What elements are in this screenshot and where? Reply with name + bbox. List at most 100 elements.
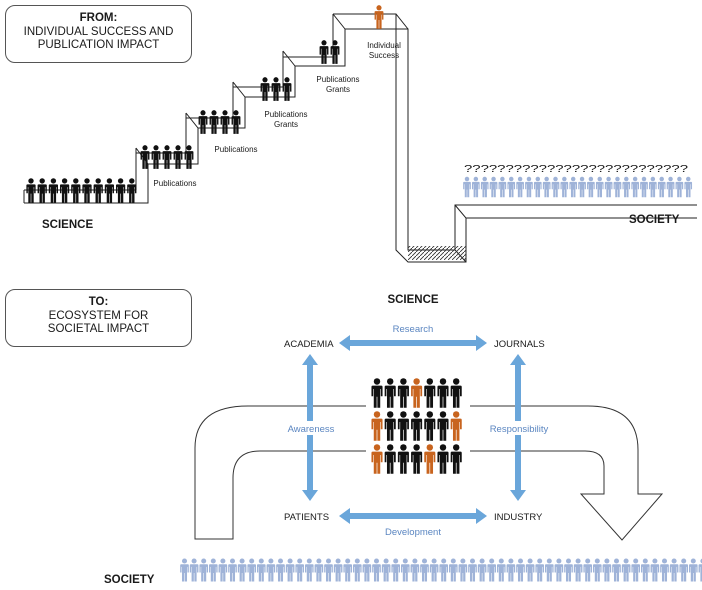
person-icon [429, 558, 439, 582]
node-patients: PATIENTS [284, 512, 329, 523]
person-icon [516, 558, 525, 582]
person-icon [458, 558, 468, 582]
staircase-steps [24, 28, 697, 251]
person-icon [343, 558, 353, 582]
person-icon [525, 558, 535, 582]
pit-floor-hatch [408, 246, 466, 260]
person-icon [162, 145, 172, 169]
link-awareness: Awareness [288, 424, 335, 435]
ecosystem-society-label: SOCIETY [104, 574, 155, 586]
person-icon [256, 558, 266, 582]
person-icon [237, 558, 247, 582]
step-labels: Publications Publications Publications G… [153, 41, 401, 188]
ecosystem-science-label: SCIENCE [387, 294, 438, 306]
step-2-label: Publications [214, 145, 257, 154]
development-arrow [339, 508, 487, 524]
society-people-row [180, 558, 702, 582]
person-icon [542, 176, 551, 198]
step-4-label-b: Grants [326, 85, 350, 94]
person-icon [587, 176, 595, 198]
to-box-title: TO: [88, 296, 109, 308]
staircase-depth-lines [24, 13, 697, 263]
person-icon [189, 558, 199, 582]
person-icon [247, 558, 257, 582]
person-icon [420, 558, 429, 582]
staircase-society-label: SOCIETY [629, 214, 680, 226]
person-icon [650, 558, 660, 582]
person-icon [621, 558, 631, 582]
person-icon [533, 176, 542, 198]
person-icon [362, 558, 372, 582]
node-journals: JOURNALS [494, 339, 545, 350]
to-box-line-1: ECOSYSTEM FOR [48, 310, 149, 322]
person-icon [535, 558, 545, 582]
person-icon [391, 558, 401, 582]
person-icon [640, 558, 650, 582]
person-icon [487, 558, 497, 582]
step-3-label-b: Grants [274, 120, 298, 129]
ecosystem-people-grid [371, 378, 462, 474]
person-icon [198, 110, 208, 134]
person-icon [104, 178, 115, 203]
person-icon [569, 176, 578, 198]
person-icon [372, 558, 381, 582]
person-icon [82, 178, 92, 203]
step-4-label-a: Publications [316, 75, 359, 84]
person-icon [544, 558, 554, 582]
person-icon [295, 558, 305, 582]
person-icon [489, 176, 498, 198]
person-icon [173, 145, 183, 169]
person-icon [660, 558, 669, 582]
person-icon [266, 558, 276, 582]
step-5-label-a: Individual [367, 41, 401, 50]
staircase-science-label: SCIENCE [42, 219, 93, 231]
step-1-label: Publications [153, 179, 196, 188]
staircase [23, 13, 697, 263]
step-3-label-a: Publications [264, 110, 307, 119]
person-icon [220, 110, 230, 134]
person-icon [649, 176, 657, 198]
person-icon [684, 176, 693, 198]
person-icon [640, 176, 648, 198]
person-icon [666, 176, 675, 198]
person-icon [324, 558, 333, 582]
person-icon [613, 176, 622, 198]
person-icon [285, 558, 295, 582]
person-icon [151, 145, 161, 169]
node-industry: INDUSTRY [494, 512, 543, 523]
person-icon [525, 176, 533, 198]
person-icon [498, 176, 507, 198]
person-icon [496, 558, 506, 582]
person-icon [554, 558, 564, 582]
person-icon [472, 176, 480, 198]
from-box-title: FROM: [79, 12, 118, 24]
person-icon [595, 176, 604, 198]
person-icon [218, 558, 228, 582]
person-icon [439, 558, 449, 582]
from-box-line-1: INDIVIDUAL SUCCESS AND [23, 26, 174, 38]
person-icon [180, 558, 189, 582]
person-icon [314, 558, 324, 582]
person-icon [698, 558, 702, 582]
person-icon [448, 558, 458, 582]
person-icon [583, 558, 593, 582]
person-icon [228, 558, 237, 582]
link-research: Research [393, 324, 434, 335]
person-icon [209, 110, 219, 134]
person-icon [93, 178, 103, 203]
person-icon [374, 5, 384, 29]
person-icon [26, 178, 36, 203]
person-icon [506, 558, 516, 582]
person-icon [560, 176, 569, 198]
person-icon [319, 40, 329, 64]
person-icon [516, 176, 524, 198]
person-icon [688, 558, 698, 582]
person-icon [208, 558, 218, 582]
person-icon [400, 558, 410, 582]
person-icon [463, 176, 471, 198]
to-box: TO: ECOSYSTEM FOR SOCIETAL IMPACT [5, 289, 192, 347]
person-icon [127, 178, 137, 203]
person-icon [657, 176, 666, 198]
